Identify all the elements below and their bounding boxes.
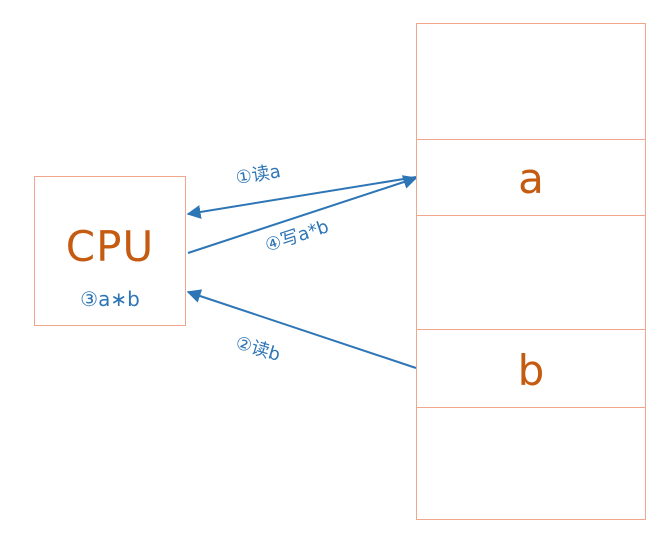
- cpu-operation: ③a∗b: [80, 287, 140, 311]
- memory-cell: [417, 408, 645, 518]
- memory-cell-label: a: [518, 154, 544, 203]
- memory-cell-a: a: [417, 140, 645, 216]
- memory-cell-b: b: [417, 330, 645, 408]
- read-b-arrow: [186, 289, 417, 369]
- write-ab-arrow: [187, 175, 418, 254]
- read-a-arrow: [186, 176, 417, 219]
- cpu-title: CPU: [65, 222, 155, 271]
- cpu-box: CPU ③a∗b: [34, 176, 186, 326]
- memory-cell: [417, 24, 645, 140]
- memory-cell: [417, 216, 645, 330]
- memory-cell-label: b: [517, 346, 545, 395]
- memory-block: a b: [416, 23, 646, 520]
